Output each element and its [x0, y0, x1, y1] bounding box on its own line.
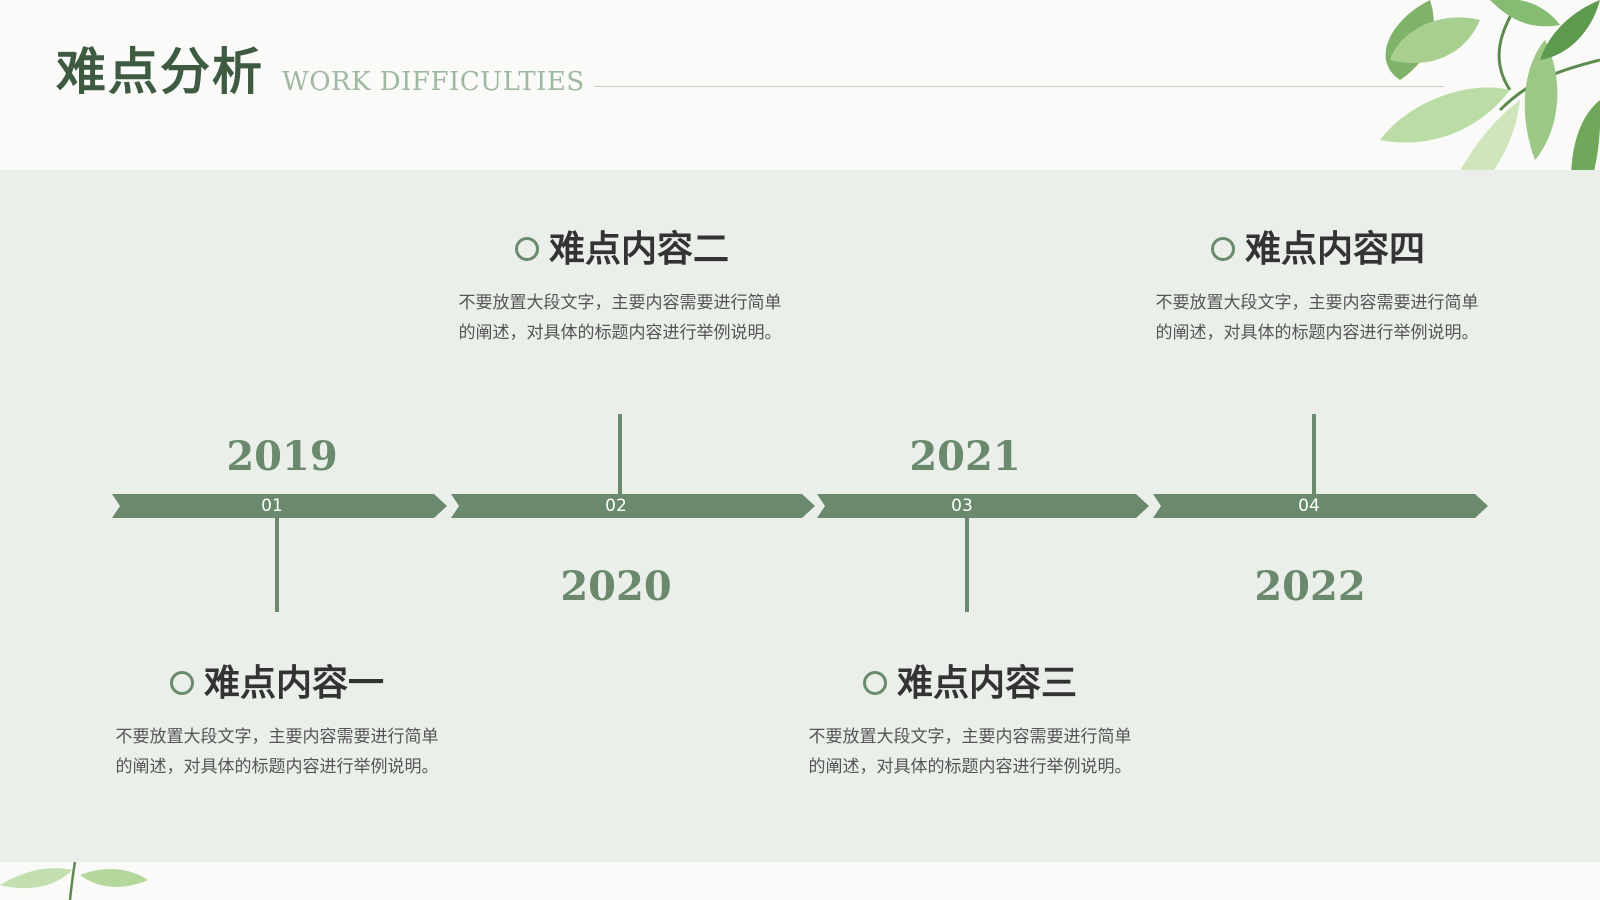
timeline-number-01: 01 [261, 496, 283, 516]
year-2020: 2020 [560, 563, 672, 610]
item-heading-3: 难点内容三 [800, 660, 1140, 706]
item-heading-1: 难点内容一 [107, 660, 447, 706]
item-heading-2: 难点内容二 [452, 226, 792, 272]
item-desc-2: 不要放置大段文字，主要内容需要进行简单的阐述，对具体的标题内容进行举例说明。 [458, 293, 782, 343]
ring-icon [169, 671, 194, 695]
stem-04 [1312, 414, 1316, 494]
timeline-arrow-03 [817, 494, 1149, 518]
timeline-number-03: 03 [951, 496, 973, 516]
item-desc-1: 不要放置大段文字，主要内容需要进行简单的阐述，对具体的标题内容进行举例说明。 [115, 727, 439, 777]
ring-icon [862, 671, 887, 695]
timeline-arrow-01 [112, 494, 447, 518]
stem-03 [965, 518, 969, 612]
item-title: 难点内容四 [1244, 228, 1425, 270]
year-2022: 2022 [1254, 563, 1366, 610]
item-title: 难点内容二 [548, 228, 729, 270]
item-desc-3: 不要放置大段文字，主要内容需要进行简单的阐述，对具体的标题内容进行举例说明。 [808, 727, 1132, 777]
header-rule [594, 86, 1444, 87]
timeline-arrow-02 [451, 494, 815, 518]
item-heading-4: 难点内容四 [1148, 226, 1488, 272]
year-2019: 2019 [226, 433, 338, 480]
item-title: 难点内容一 [203, 662, 384, 704]
stem-01 [275, 518, 279, 612]
header-subtitle: WORK DIFFICULTIES [282, 67, 585, 97]
timeline-number-04: 04 [1298, 496, 1320, 516]
timeline-number-02: 02 [605, 496, 627, 516]
header-title: 难点分析 [56, 42, 264, 101]
item-title: 难点内容三 [896, 662, 1077, 704]
ring-icon [514, 237, 539, 261]
item-desc-4: 不要放置大段文字，主要内容需要进行简单的阐述，对具体的标题内容进行举例说明。 [1155, 293, 1479, 343]
stem-02 [618, 414, 622, 494]
timeline-arrow-04 [1153, 494, 1488, 518]
year-2021: 2021 [909, 433, 1021, 480]
ring-icon [1210, 237, 1235, 261]
